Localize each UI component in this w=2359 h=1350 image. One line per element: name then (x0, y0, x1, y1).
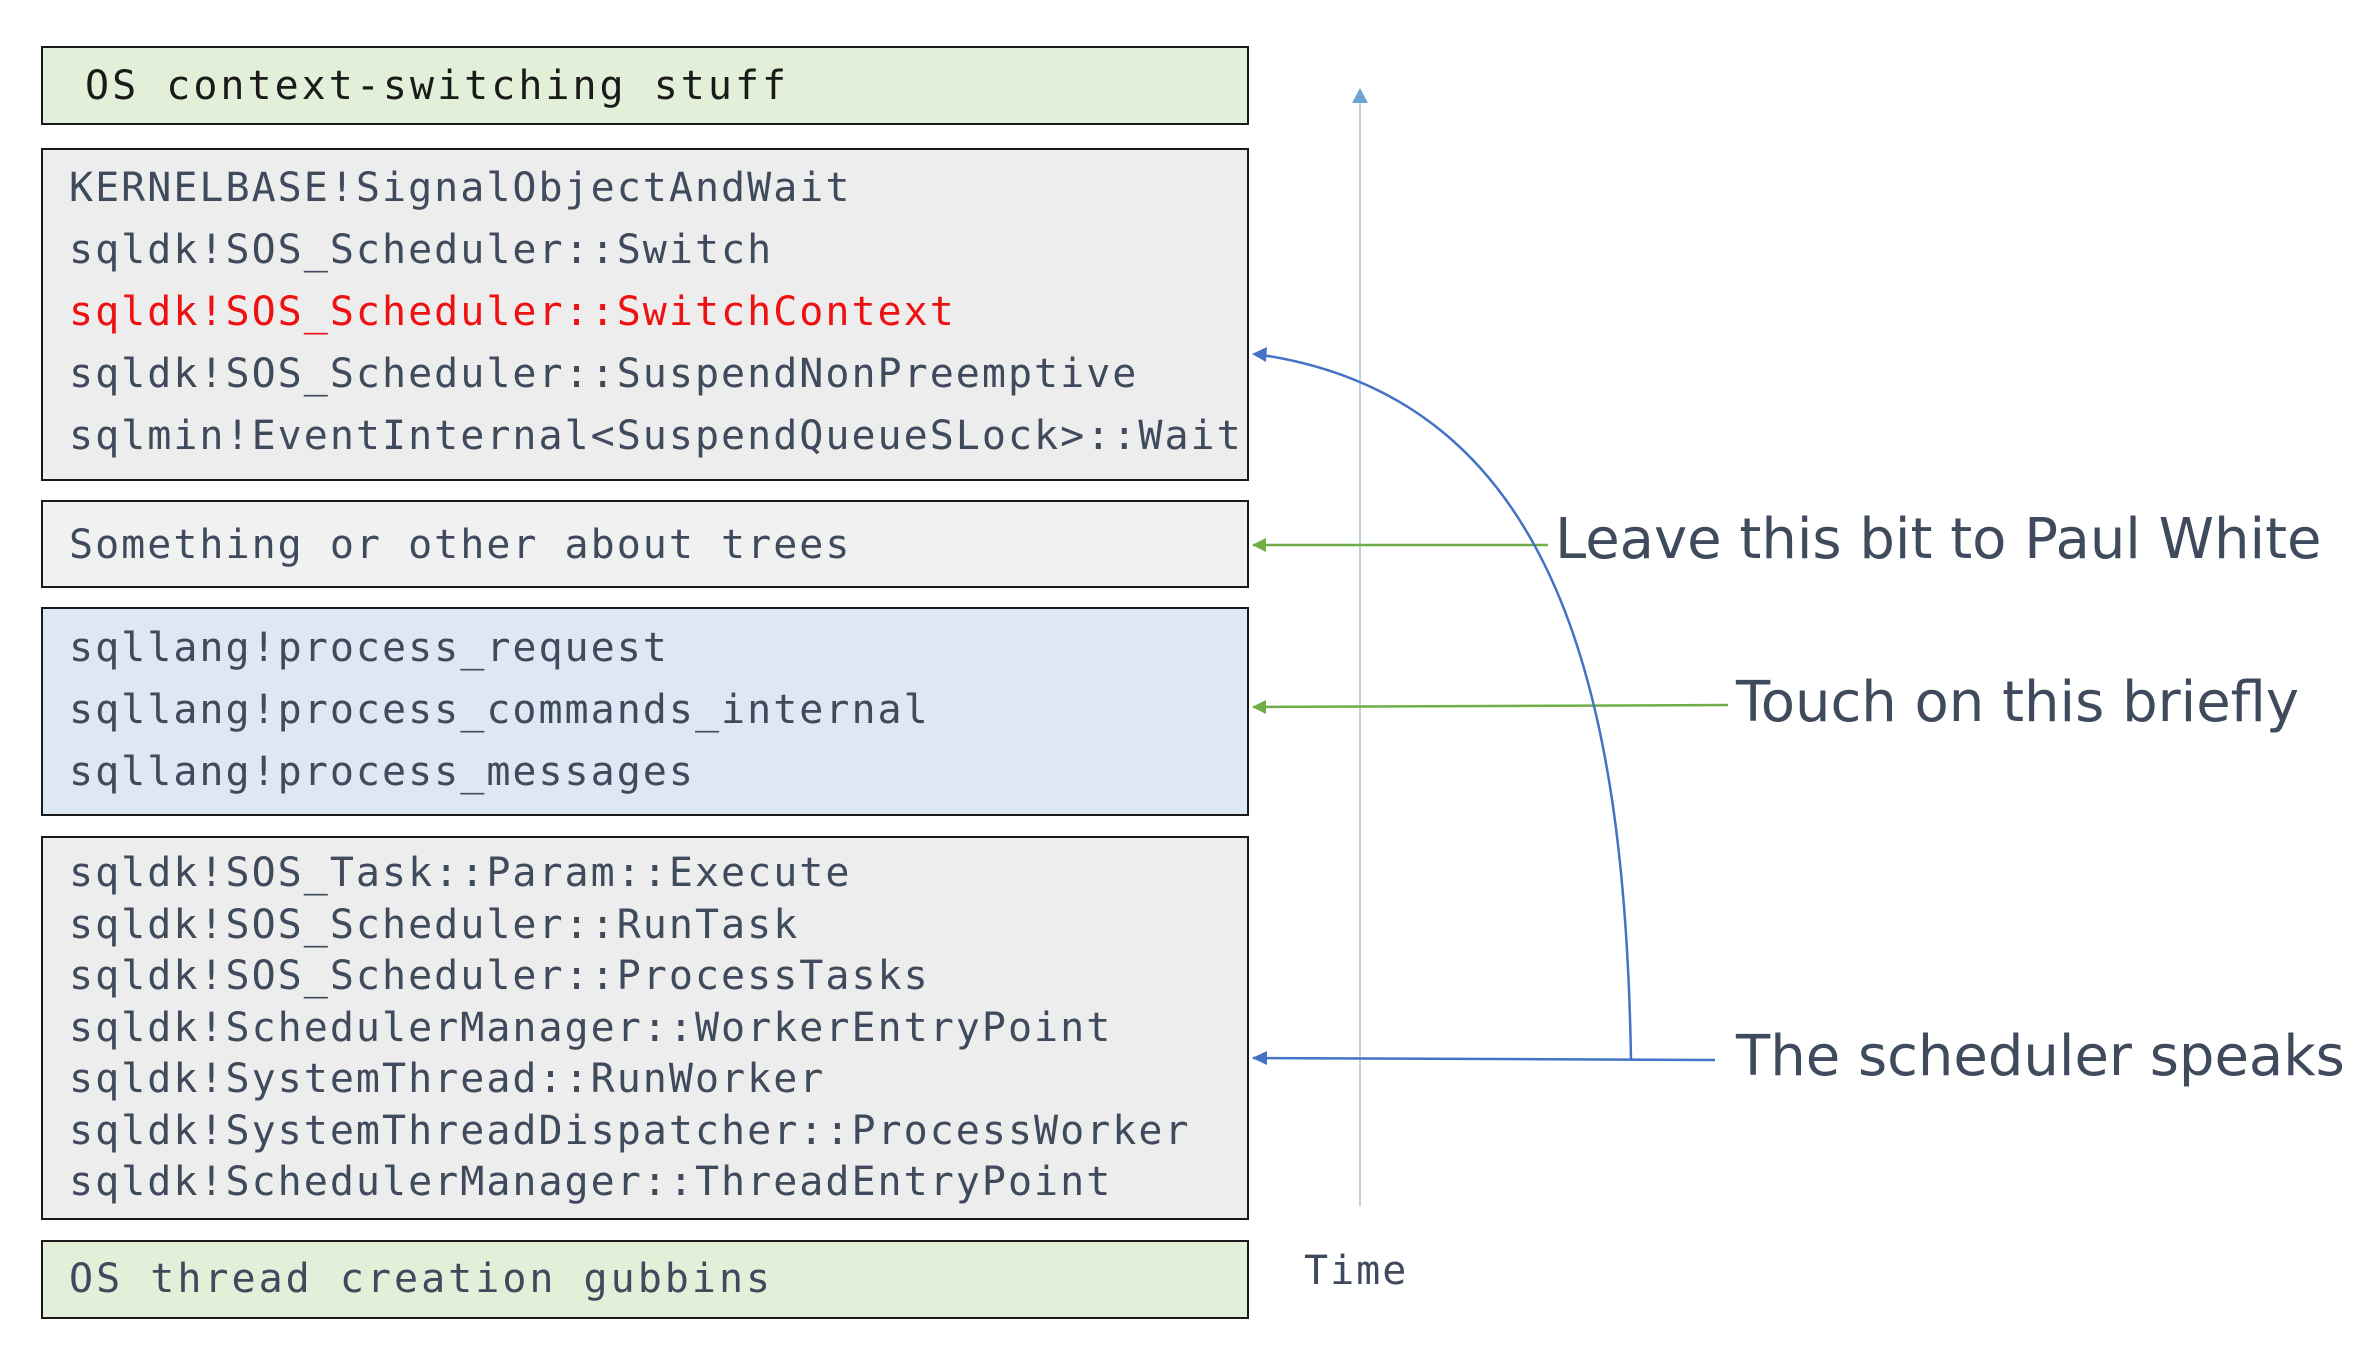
trees-box: Something or other about trees (41, 500, 1249, 588)
os-context-switching-box: OS context-switching stuff (41, 46, 1249, 125)
stack-frame: sqldk!SchedulerManager::WorkerEntryPoint (69, 1004, 1113, 1051)
stack-frame: sqlmin!EventInternal<SuspendQueueSLock>:… (69, 413, 1243, 459)
stack-frame: sqldk!SchedulerManager::ThreadEntryPoint (69, 1159, 1113, 1205)
time-axis-arrowhead (1352, 88, 1368, 103)
os-thread-creation-label: OS thread creation gubbins (69, 1256, 774, 1302)
annotation-scheduler-speaks: The scheduler speaks (1736, 1024, 2345, 1089)
annotation-paul-white: Leave this bit to Paul White (1555, 507, 2322, 572)
stack-frame: sqldk!SOS_Task::Param::Execute (69, 850, 852, 896)
stack-frame: sqllang!process_messages (69, 749, 695, 795)
stack-frame: sqldk!SOS_Scheduler::RunTask (69, 901, 800, 948)
stack-frame: sqldk!SOS_Scheduler::SuspendNonPreemptiv… (69, 351, 1139, 397)
stack-frame-highlighted: sqldk!SOS_Scheduler::SwitchContext (69, 289, 956, 335)
time-axis-label: Time (1304, 1248, 1409, 1294)
stack-frame: sqldk!SystemThread::RunWorker (69, 1056, 826, 1102)
scheduler-frames-box: sqldk!SOS_Task::Param::Execute sqldk!SOS… (41, 836, 1249, 1220)
annotation-touch-briefly: Touch on this briefly (1736, 670, 2300, 735)
stack-frame: KERNELBASE!SignalObjectAndWait (69, 165, 852, 211)
kernel-frames-box: KERNELBASE!SignalObjectAndWait sqldk!SOS… (41, 148, 1249, 481)
os-context-switching-label: OS context-switching stuff (85, 63, 790, 109)
stack-frame: sqllang!process_commands_internal (69, 687, 930, 733)
arrow-to-sqllang (1252, 703, 1729, 709)
trees-label: Something or other about trees (69, 522, 852, 568)
arrow-to-scheduler (1252, 1056, 1716, 1062)
sqllang-frames-box: sqllang!process_request sqllang!process_… (41, 607, 1249, 816)
os-thread-creation-box: OS thread creation gubbins (41, 1240, 1249, 1319)
arrow-to-sqllang-head (1252, 700, 1266, 714)
stack-frame: sqldk!SOS_Scheduler::ProcessTasks (69, 953, 930, 999)
arrow-to-scheduler-head (1252, 1051, 1267, 1065)
stack-frame: sqldk!SOS_Scheduler::Switch (69, 227, 774, 273)
stack-frame: sqldk!SystemThreadDispatcher::ProcessWor… (69, 1107, 1191, 1154)
arrow-curve-to-switchcontext (1261, 353, 1633, 1061)
stack-frame: sqllang!process_request (69, 625, 669, 671)
arrow-curve-to-switchcontext-head (1252, 347, 1267, 362)
arrow-to-trees-head (1252, 538, 1266, 552)
